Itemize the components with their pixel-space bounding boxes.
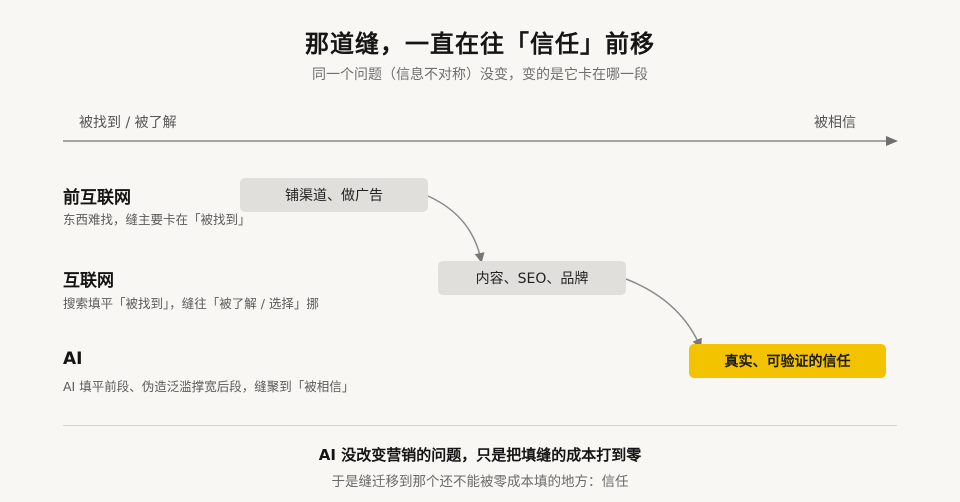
axis-left-label: 被找到 / 被了解 — [79, 115, 177, 131]
era-desc-internet: 搜索填平「被找到」，缝往「被了解 / 选择」挪 — [63, 296, 319, 311]
era-box-internet: 内容、SEO、品牌 — [438, 261, 626, 295]
conclusion-main: AI 没改变营销的问题，只是把填缝的成本打到零 — [318, 446, 642, 464]
transition-arrow-2 — [625, 278, 702, 349]
era-title-ai: AI — [63, 349, 83, 369]
page-title: 那道缝，一直在往「信任」前移 — [305, 30, 655, 58]
axis-right-label: 被相信 — [814, 115, 856, 131]
transition-arrow-1 — [427, 195, 485, 263]
era-box-pre-internet: 铺渠道、做广告 — [240, 178, 428, 212]
era-box-ai: 真实、可验证的信任 — [689, 344, 886, 378]
page-subtitle: 同一个问题（信息不对称）没变，变的是它卡在哪一段 — [312, 67, 648, 83]
era-title-pre-internet: 前互联网 — [63, 188, 131, 208]
conclusion-sub: 于是缝迁移到那个还不能被零成本填的地方：信任 — [331, 474, 629, 490]
axis-arrowhead — [886, 136, 898, 146]
era-desc-ai: AI 填平前段、伪造泛滥撑宽后段，缝聚到「被相信」 — [63, 379, 355, 394]
divider — [63, 425, 897, 426]
era-title-internet: 互联网 — [63, 271, 114, 291]
era-desc-pre-internet: 东西难找，缝主要卡在「被找到」 — [63, 212, 251, 227]
